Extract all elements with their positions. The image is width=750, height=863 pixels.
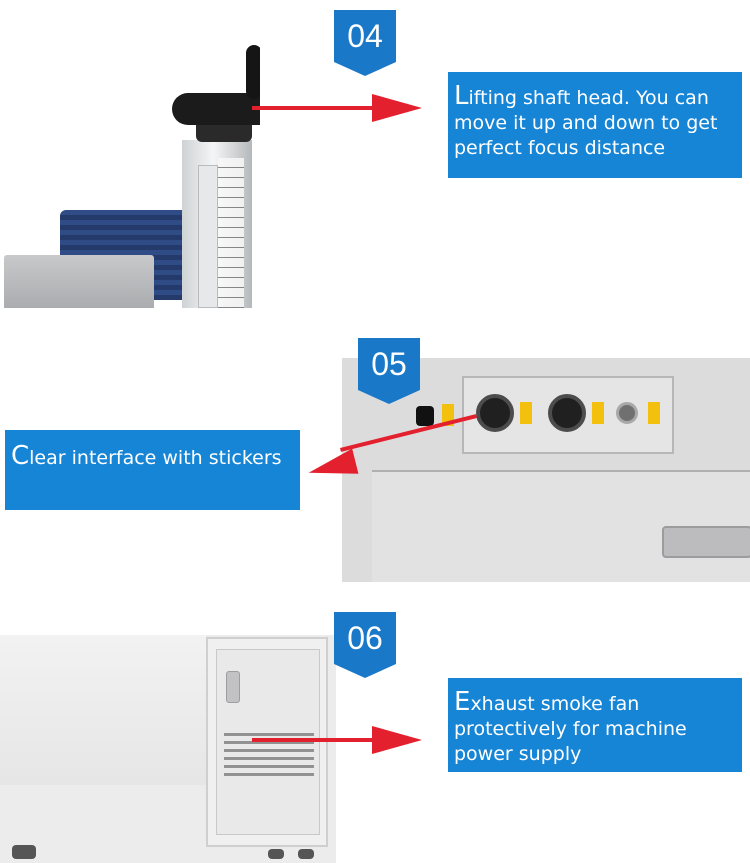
- cabinet-foot: [298, 849, 314, 859]
- caption-text: ifting shaft head. You can move it up an…: [454, 87, 718, 159]
- laser-front-plate: [4, 255, 154, 308]
- caption-text: xhaust smoke fan protectively for machin…: [454, 693, 687, 765]
- hand-wheel: [172, 93, 260, 125]
- lifting-shaft-photo: [0, 40, 260, 308]
- connector-port-small: [616, 402, 638, 424]
- caption-initial: L: [454, 81, 469, 111]
- arrow-right-icon: [372, 726, 422, 754]
- arrow-line: [252, 106, 382, 110]
- knob-base: [196, 120, 252, 142]
- feature-section-04: 04 Lifting shaft head. You can move it u…: [0, 0, 750, 310]
- label-sticker: [520, 402, 532, 424]
- drawer-handle: [662, 526, 750, 558]
- connector-port: [476, 394, 514, 432]
- section-number: 05: [371, 345, 407, 382]
- column-slot: [198, 165, 218, 308]
- connector-panel: [462, 376, 674, 454]
- caption-box: Lifting shaft head. You can move it up a…: [448, 72, 742, 178]
- cabinet-vent-photo: [0, 635, 336, 863]
- caption-box: Exhaust smoke fan protectively for machi…: [448, 678, 742, 772]
- label-sticker: [648, 402, 660, 424]
- arrow-right-icon: [372, 94, 422, 122]
- door-lock: [226, 671, 240, 703]
- arrow-line: [252, 738, 382, 742]
- machine-table: [0, 635, 206, 785]
- feature-section-06: 06 Exhaust smoke fan protectively for ma…: [0, 600, 750, 863]
- section-number-badge: 05: [358, 338, 420, 404]
- feature-section-05: 05 Clear interface with stickers: [0, 330, 750, 590]
- connector-port: [548, 394, 586, 432]
- height-scale: [218, 158, 244, 308]
- power-switch: [416, 406, 434, 426]
- section-number-badge: 06: [334, 612, 396, 678]
- table-foot: [12, 845, 36, 859]
- label-sticker: [592, 402, 604, 424]
- cabinet-foot: [268, 849, 284, 859]
- wheel-handle: [246, 45, 260, 99]
- caption-initial: E: [454, 687, 471, 717]
- section-number: 04: [347, 17, 383, 54]
- caption-text: lear interface with stickers: [29, 447, 282, 469]
- caption-box: Clear interface with stickers: [5, 430, 300, 510]
- caption-initial: C: [11, 441, 30, 471]
- section-number: 06: [347, 619, 383, 656]
- section-number-badge: 04: [334, 10, 396, 76]
- interface-panel-photo: [342, 358, 750, 582]
